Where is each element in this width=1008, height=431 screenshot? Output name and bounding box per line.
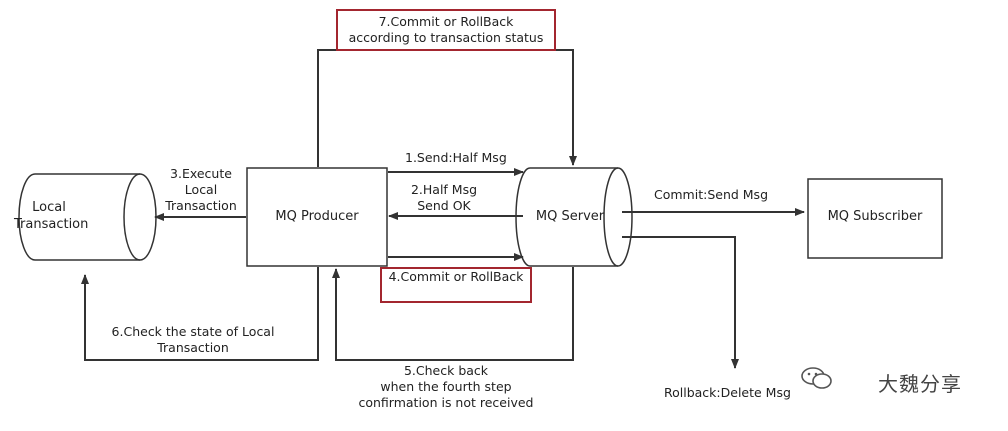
- commit-label: Commit:Send Msg: [654, 187, 769, 202]
- mq-server-label: MQ Server: [535, 209, 605, 224]
- step6-label: 6.Check the state of Local Transaction: [111, 324, 275, 355]
- mq-subscriber-node: [807, 178, 943, 259]
- step2-label: 2.Half Msg Send OK: [410, 182, 478, 213]
- step3-label: 3.Execute Local Transaction: [165, 166, 237, 213]
- watermark-text: 大魏分享: [878, 372, 962, 396]
- step7-highlight-box: [336, 9, 556, 51]
- step7-label: 7.Commit or RollBack according to transa…: [348, 14, 544, 45]
- rollback-label: Rollback:Delete Msg: [664, 385, 791, 400]
- mq-server-node: [515, 167, 633, 267]
- local-transaction-label: Local Transaction: [14, 200, 89, 232]
- step1-label: 1.Send:Half Msg: [405, 150, 507, 165]
- step6-arrow: [81, 267, 319, 361]
- mq-producer-node: [246, 167, 388, 267]
- step5-arrow: [332, 267, 574, 361]
- step4-label: 4.Commit or RollBack: [388, 269, 524, 284]
- step4-highlight-box: [380, 267, 532, 303]
- mq-subscriber-label: MQ Subscriber: [827, 209, 923, 224]
- mq-producer-label: MQ Producer: [275, 209, 359, 224]
- step5-label: 5.Check back when the fourth step confir…: [358, 363, 534, 410]
- wechat-icon: [801, 367, 832, 389]
- rollback-arrow: [622, 236, 739, 369]
- local-transaction-node: [18, 173, 157, 261]
